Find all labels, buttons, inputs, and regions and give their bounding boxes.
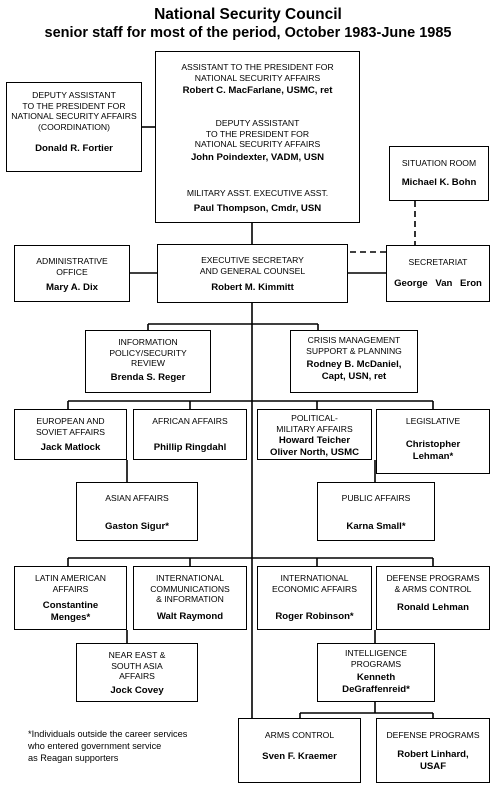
- box-name: Constantine Menges*: [42, 600, 99, 623]
- box-label: CRISIS MANAGEMENT SUPPORT & PLANNING: [306, 335, 402, 356]
- box-label: ADMINISTRATIVE OFFICE: [36, 256, 108, 277]
- box-arms-control: ARMS CONTROL Sven F. Kraemer: [238, 718, 361, 783]
- box-label: ASSISTANT TO THE PRESIDENT FOR NATIONAL …: [181, 62, 334, 83]
- box-deputy-coordination: DEPUTY ASSISTANT TO THE PRESIDENT FOR NA…: [6, 82, 142, 172]
- box-name: Rodney B. McDaniel, Capt, USN, ret: [306, 359, 402, 382]
- box-public-affairs: PUBLIC AFFAIRS Karna Small*: [317, 482, 435, 541]
- box-label: SITUATION ROOM: [401, 158, 477, 168]
- box-name: Jack Matlock: [40, 442, 101, 453]
- box-asian-affairs: ASIAN AFFAIRS Gaston Sigur*: [76, 482, 198, 541]
- box-label: DEFENSE PROGRAMS & ARMS CONTROL: [386, 573, 480, 594]
- box-label: DEPUTY ASSISTANT TO THE PRESIDENT FOR NA…: [194, 118, 321, 149]
- box-label: LATIN AMERICAN AFFAIRS: [35, 573, 106, 594]
- box-information-policy: INFORMATION POLICY/SECURITY REVIEW Brend…: [85, 330, 211, 393]
- box-name: Michael K. Bohn: [401, 177, 477, 188]
- box-crisis-management: CRISIS MANAGEMENT SUPPORT & PLANNING Rod…: [290, 330, 418, 393]
- box-label: ARMS CONTROL: [264, 730, 335, 740]
- box-label: POLITICAL- MILITARY AFFAIRS: [276, 413, 353, 434]
- box-name: Ronald Lehman: [397, 602, 469, 613]
- box-label: INTERNATIONAL ECONOMIC AFFAIRS: [272, 573, 357, 594]
- box-secretariat: SECRETARIAT George Van Eron: [386, 245, 490, 302]
- box-name: Phillip Ringdahl: [153, 442, 227, 453]
- box-name: Paul Thompson, Cmdr, USN: [193, 203, 322, 214]
- box-name: Roger Robinson*: [275, 611, 354, 622]
- box-label: DEPUTY ASSISTANT TO THE PRESIDENT FOR NA…: [11, 90, 137, 132]
- box-name: Karna Small*: [346, 521, 406, 532]
- box-near-east-south-asia: NEAR EAST & SOUTH ASIA AFFAIRS Jock Cove…: [76, 643, 198, 702]
- box-european-soviet: EUROPEAN AND SOVIET AFFAIRS Jack Matlock: [14, 409, 127, 460]
- box-international-communications: INTERNATIONAL COMMUNICATIONS & INFORMATI…: [133, 566, 247, 630]
- box-executive-secretary: EXECUTIVE SECRETARY AND GENERAL COUNSEL …: [157, 244, 348, 303]
- box-administrative-office: ADMINISTRATIVE OFFICE Mary A. Dix: [14, 245, 130, 302]
- box-label: INTERNATIONAL COMMUNICATIONS & INFORMATI…: [150, 573, 230, 604]
- footnote: *Individuals outside the career services…: [28, 729, 188, 763]
- box-name: Robert C. MacFarlane, USMC, ret: [182, 85, 333, 96]
- box-name: Sven F. Kraemer: [262, 751, 337, 762]
- box-label: PUBLIC AFFAIRS: [341, 493, 411, 503]
- box-name: Robert M. Kimmitt: [211, 282, 294, 293]
- box-international-economic: INTERNATIONAL ECONOMIC AFFAIRS Roger Rob…: [257, 566, 372, 630]
- box-name: Gaston Sigur*: [105, 521, 169, 532]
- box-name: Kenneth DeGraffenreid*: [342, 672, 410, 695]
- box-name: George Van Eron: [394, 278, 482, 289]
- box-label: MILITARY ASST. EXECUTIVE ASST.: [186, 188, 329, 198]
- box-label: EUROPEAN AND SOVIET AFFAIRS: [35, 416, 106, 437]
- box-name: Jock Covey: [110, 685, 164, 696]
- box-name: Christopher Lehman*: [405, 439, 461, 462]
- box-label: AFRICAN AFFAIRS: [152, 416, 228, 426]
- box-african-affairs: AFRICAN AFFAIRS Phillip Ringdahl: [133, 409, 247, 460]
- box-latin-american: LATIN AMERICAN AFFAIRS Constantine Menge…: [14, 566, 127, 630]
- box-intelligence-programs: INTELLIGENCE PROGRAMS Kenneth DeGraffenr…: [317, 643, 435, 702]
- chart-subtitle: senior staff for most of the period, Oct…: [44, 25, 452, 41]
- box-label: DEFENSE PROGRAMS: [386, 730, 480, 740]
- box-name: Donald R. Fortier: [35, 143, 113, 154]
- box-name: Brenda S. Reger: [110, 372, 186, 383]
- box-defense-programs-arms-control: DEFENSE PROGRAMS & ARMS CONTROL Ronald L…: [376, 566, 490, 630]
- box-political-military: POLITICAL- MILITARY AFFAIRS Howard Teich…: [257, 409, 372, 460]
- box-label: INTELLIGENCE PROGRAMS: [344, 648, 408, 669]
- box-label: INFORMATION POLICY/SECURITY REVIEW: [109, 337, 187, 368]
- box-name: John Poindexter, VADM, USN: [190, 152, 325, 163]
- box-defense-programs: DEFENSE PROGRAMS Robert Linhard, USAF: [376, 718, 490, 783]
- box-label: ASIAN AFFAIRS: [105, 493, 169, 503]
- box-situation-room: SITUATION ROOM Michael K. Bohn: [389, 146, 489, 201]
- box-name: Robert Linhard, USAF: [397, 749, 469, 772]
- box-name: Walt Raymond: [156, 611, 224, 622]
- chart-title: National Security Council: [154, 6, 342, 23]
- box-label: NEAR EAST & SOUTH ASIA AFFAIRS: [108, 650, 166, 681]
- box-legislative: LEGISLATIVE Christopher Lehman*: [376, 409, 490, 474]
- box-label: LEGISLATIVE: [405, 416, 461, 426]
- box-name: Mary A. Dix: [46, 282, 98, 293]
- box-name: Howard Teicher Oliver North, USMC: [269, 435, 360, 458]
- box-label: SECRETARIAT: [408, 257, 468, 267]
- box-national-security-advisor: ASSISTANT TO THE PRESIDENT FOR NATIONAL …: [155, 51, 360, 223]
- box-label: EXECUTIVE SECRETARY AND GENERAL COUNSEL: [199, 255, 306, 276]
